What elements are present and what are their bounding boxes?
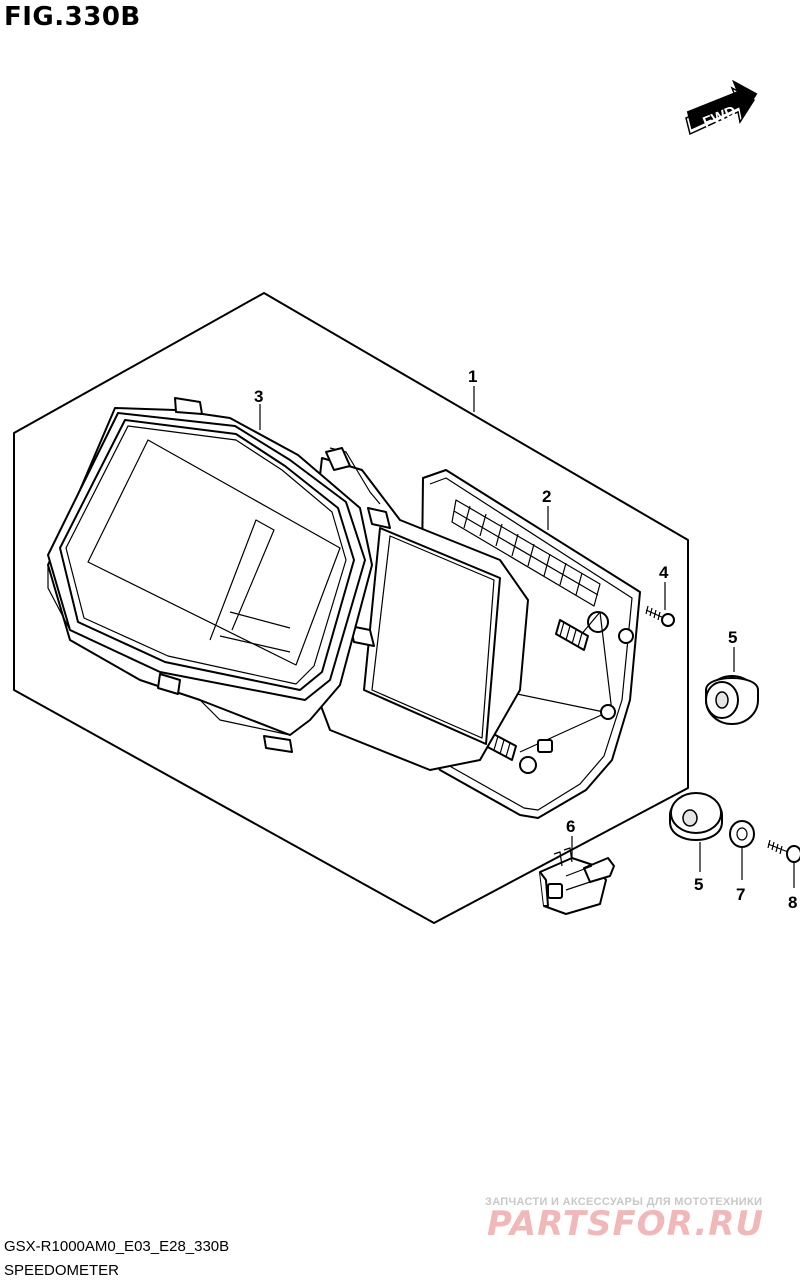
figure-title: FIG.330B bbox=[4, 2, 141, 32]
screw-large bbox=[767, 839, 800, 863]
assembly-outline bbox=[13, 292, 689, 924]
callout-4: 4 bbox=[659, 563, 669, 582]
callout-5-lower: 5 bbox=[694, 875, 703, 894]
watermark-tagline: ЗАПЧАСТИ И АКСЕССУАРЫ ДЛЯ МОТОТЕХНИКИ bbox=[485, 1196, 763, 1208]
callout-8: 8 bbox=[788, 893, 797, 912]
front-lens-case bbox=[47, 397, 373, 753]
connector bbox=[539, 847, 615, 915]
model-code: GSX-R1000AM0_E03_E28_330B bbox=[4, 1238, 230, 1255]
callout-1: 1 bbox=[468, 367, 477, 386]
leader-lines bbox=[259, 386, 795, 888]
washer bbox=[729, 820, 755, 848]
section-name: SPEEDOMETER bbox=[4, 1262, 120, 1279]
callout-5-upper: 5 bbox=[728, 628, 737, 647]
watermark-logo: PARTSFOR.RU bbox=[487, 1204, 765, 1244]
callout-2: 2 bbox=[542, 487, 551, 506]
fwd-arrow-icon: FWD bbox=[685, 79, 758, 136]
screw-small bbox=[645, 605, 675, 627]
cushion-lower bbox=[669, 792, 723, 841]
rear-case-grid bbox=[451, 499, 601, 607]
cushion-upper bbox=[705, 675, 759, 725]
callout-6: 6 bbox=[566, 817, 575, 836]
callout-7: 7 bbox=[736, 885, 745, 904]
callout-labels: 1 2 3 4 5 5 6 7 8 bbox=[254, 367, 797, 912]
callout-3: 3 bbox=[254, 387, 263, 406]
